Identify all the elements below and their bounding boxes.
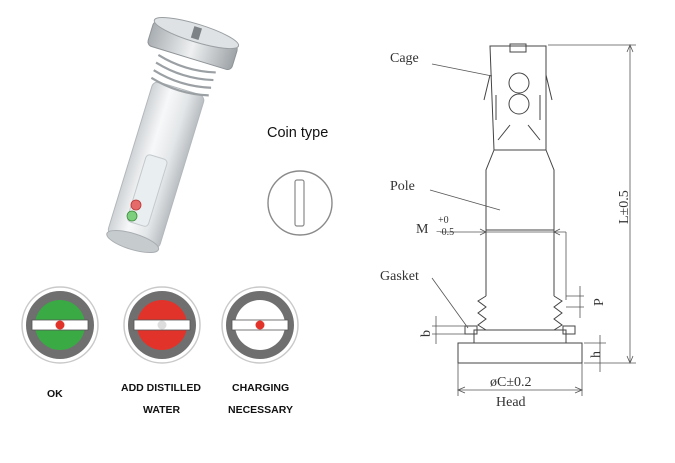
coin-slot-icon [267, 170, 333, 236]
pole-label: Pole [390, 179, 415, 194]
m-tolerance-minus: −0.5 [436, 227, 454, 238]
indicator-ok-label: OK [47, 388, 63, 400]
red-float [130, 199, 142, 211]
technical-drawing [429, 43, 636, 396]
m-tolerance-plus: +0 [438, 215, 449, 226]
indicator-add-water-label-1: ADD DISTILLED [121, 382, 201, 394]
plug-render [106, 17, 240, 254]
l-label: L±0.5 [617, 190, 632, 224]
indicator-ok [21, 286, 99, 364]
indicator-charging-label-1: CHARGING [232, 382, 289, 394]
pole-outline [485, 149, 555, 296]
cage-label: Cage [390, 51, 419, 66]
head-outline [457, 342, 583, 364]
head-label: Head [496, 395, 526, 410]
gasket-label: Gasket [380, 269, 419, 284]
indicator-add-water-label-2: WATER [143, 404, 181, 416]
coin-type-label: Coin type [267, 125, 328, 141]
indicator-charging [221, 286, 299, 364]
h-label: h [589, 351, 604, 358]
indicator-charging-label-2: NECESSARY [228, 404, 293, 416]
green-float [126, 210, 138, 222]
b-label: b [419, 330, 434, 337]
cage-outline [489, 45, 547, 151]
indicator-add-water [123, 286, 201, 364]
p-label: P [592, 298, 607, 306]
c-label: øC±0.2 [490, 375, 532, 390]
m-label: M [416, 222, 429, 237]
